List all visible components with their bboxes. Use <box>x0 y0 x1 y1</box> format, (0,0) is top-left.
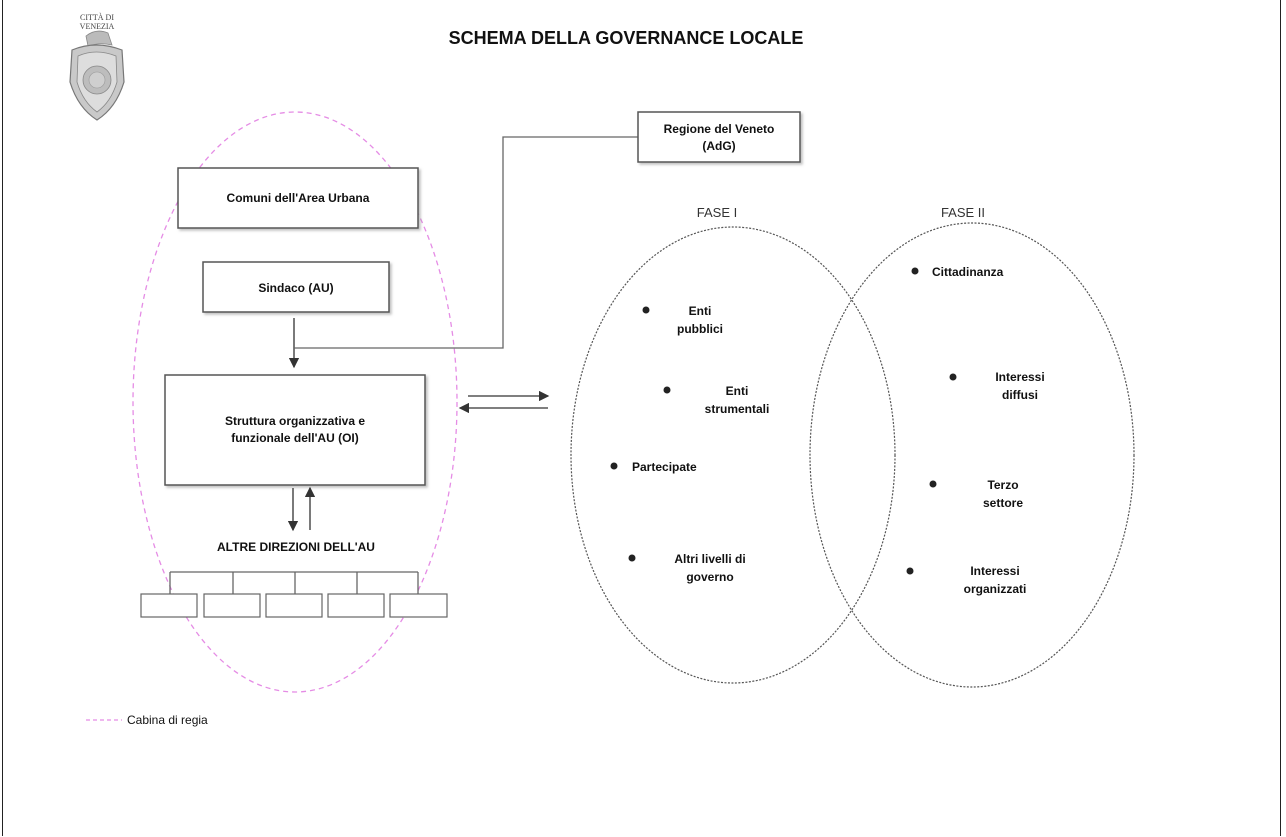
struttura-label-1: Struttura organizzativa e <box>225 414 365 428</box>
direzioni-tree <box>140 571 448 618</box>
fase2-item-2-line2: diffusi <box>1002 388 1038 402</box>
fase1-label: FASE I <box>697 205 737 220</box>
fase2-item-4-line1: Interessi <box>970 564 1019 578</box>
connector-regione <box>294 136 640 349</box>
bullet-icon <box>663 386 671 394</box>
fase2-items: Cittadinanza Interessi diffusi Terzo set… <box>906 265 1045 596</box>
fase1-item-2-line2: strumentali <box>705 402 770 416</box>
fase1-item-1-line2: pubblici <box>677 322 723 336</box>
lion-crest-icon <box>69 30 125 121</box>
sindaco-label: Sindaco (AU) <box>258 281 333 295</box>
struttura-label-2: funzionale dell'AU (OI) <box>231 431 359 445</box>
bullet-icon <box>949 373 957 381</box>
direzione-box-5 <box>389 593 448 618</box>
fase2-item-1-line1: Cittadinanza <box>932 265 1004 279</box>
regione-label-1: Regione del Veneto <box>664 122 775 136</box>
fase2-item-3-line2: settore <box>983 496 1023 510</box>
fase1-item-4-line2: governo <box>686 570 733 584</box>
fase2-item-4-line2: organizzati <box>964 582 1027 596</box>
regione-box <box>637 111 801 163</box>
fase1-item-2-line1: Enti <box>726 384 749 398</box>
fase2-label: FASE II <box>941 205 985 220</box>
legend-label: Cabina di regia <box>127 713 208 727</box>
fase1-item-4-line1: Altri livelli di <box>674 552 745 566</box>
logo-text-2: VENEZIA <box>80 22 115 31</box>
logo-text-1: CITTÀ DI <box>80 12 114 22</box>
bullet-icon <box>628 554 636 562</box>
bullet-icon <box>911 267 919 275</box>
cabina-di-regia-boundary <box>132 111 458 693</box>
fase2-item-2-line1: Interessi <box>995 370 1044 384</box>
struttura-box <box>164 374 426 486</box>
direzione-box-4 <box>327 593 385 618</box>
bullet-icon <box>929 480 937 488</box>
fase2-item-3-line1: Terzo <box>987 478 1018 492</box>
fase1-item-3-line1: Partecipate <box>632 460 697 474</box>
altre-direzioni-label: ALTRE DIREZIONI DELL'AU <box>217 540 375 554</box>
comuni-box <box>177 167 419 229</box>
bullet-icon <box>642 306 650 314</box>
fase1-items: Enti pubblici Enti strumentali Partecipa… <box>610 304 770 584</box>
city-logo: CITTÀ DI VENEZIA <box>69 12 125 121</box>
fase1-ellipse <box>570 226 896 684</box>
direzione-box-1 <box>140 593 198 618</box>
fase1-item-1-line1: Enti <box>689 304 712 318</box>
bullet-icon <box>906 567 914 575</box>
sindaco-box <box>202 261 390 313</box>
direzione-box-2 <box>203 593 261 618</box>
bullet-icon <box>610 462 618 470</box>
fase2-ellipse <box>809 222 1135 688</box>
comuni-label: Comuni dell'Area Urbana <box>227 191 370 205</box>
page-title: SCHEMA DELLA GOVERNANCE LOCALE <box>449 28 804 48</box>
direzione-box-3 <box>265 593 323 618</box>
regione-label-2: (AdG) <box>702 139 735 153</box>
